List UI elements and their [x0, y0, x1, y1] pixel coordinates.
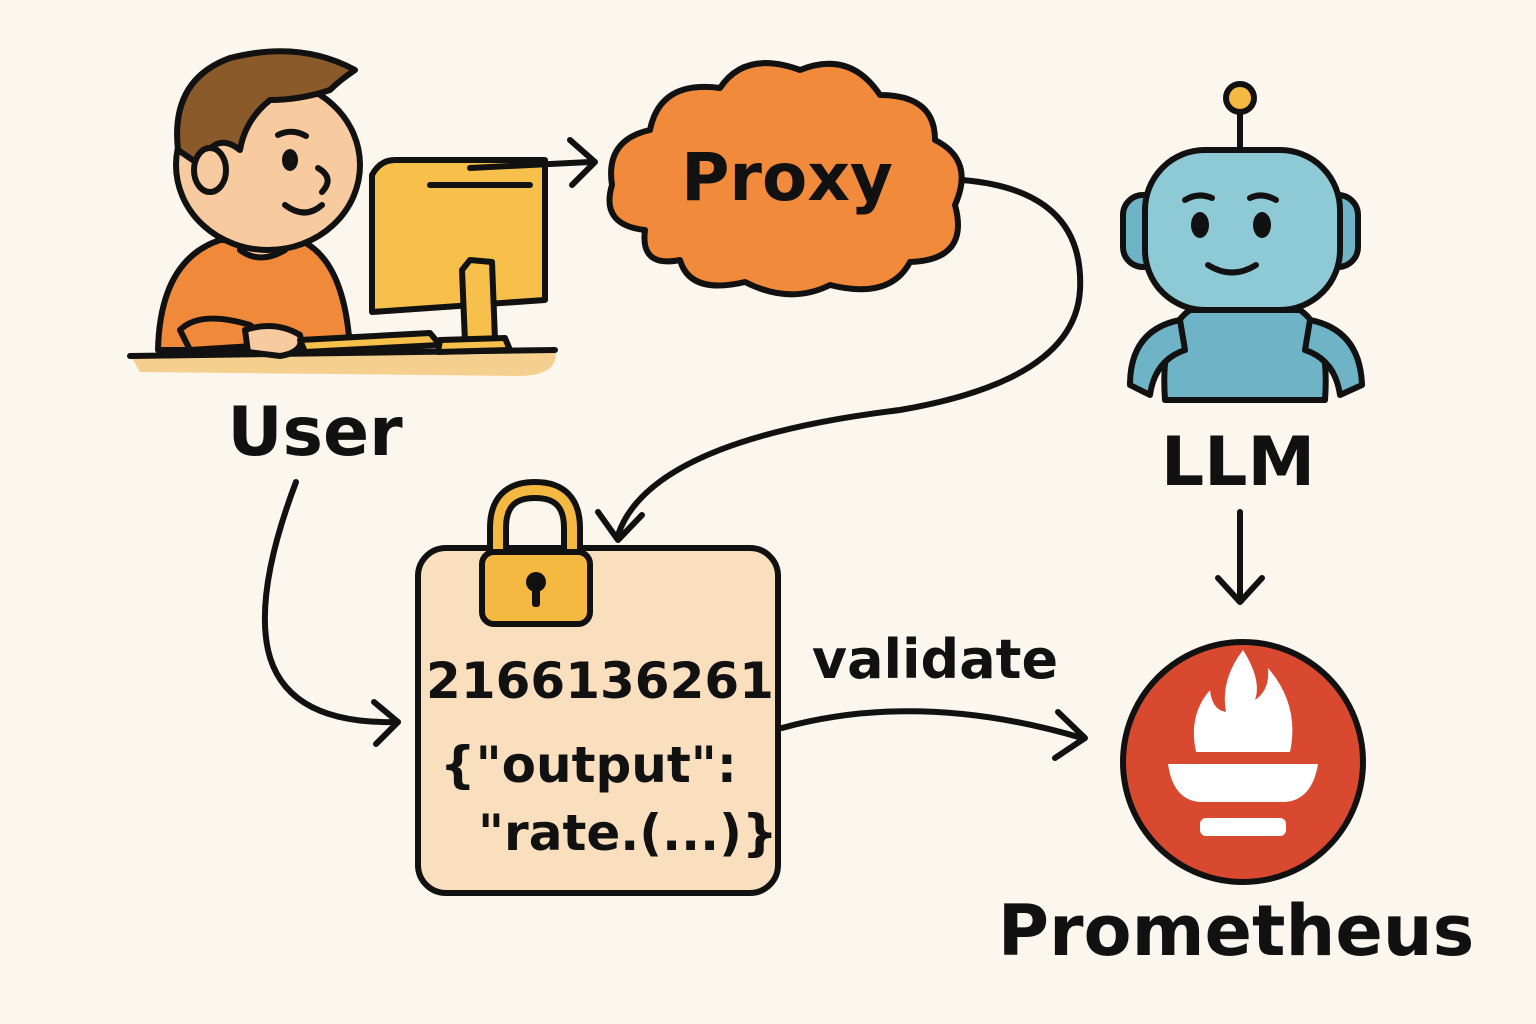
prometheus-label: Prometheus [998, 890, 1475, 972]
prometheus-logo [1120, 639, 1366, 885]
user-ear [191, 145, 229, 195]
user-hand [242, 323, 304, 359]
arrow-user-to-card [261, 479, 401, 747]
proxy-node: Proxy [606, 60, 965, 298]
user-smile [282, 202, 325, 216]
monitor-base [435, 335, 513, 355]
user-label: User [227, 393, 403, 472]
robot-right-brow [1247, 192, 1279, 203]
arrow-validate [779, 708, 1088, 761]
torch-bowl [1168, 764, 1318, 802]
torch-base [1200, 818, 1286, 836]
card-line-1: {"output": [440, 736, 737, 794]
robot-body [1161, 307, 1329, 403]
card-hash: 2166136261 [426, 652, 774, 710]
user-hair [174, 48, 358, 168]
monitor-screen [369, 157, 548, 315]
card-line-2: "rate.(...)} [478, 804, 778, 862]
llm-robot [1120, 81, 1365, 403]
monitor-stand [459, 257, 498, 345]
robot-right-arm [1302, 317, 1365, 398]
robot-smile [1205, 262, 1259, 276]
robot-left-eye [1191, 212, 1209, 238]
proxy-cloud-shape [606, 60, 965, 298]
prometheus-node [1120, 639, 1366, 885]
user-nose [315, 165, 331, 195]
user-eye [282, 149, 298, 171]
robot-left-arm [1127, 317, 1188, 398]
robot-left-brow [1182, 192, 1215, 203]
lock-keyhole [526, 572, 546, 592]
lock-keyhole-slot [532, 585, 540, 607]
validation-card: 2166136261 {"output": "rate.(...)} [415, 478, 781, 896]
card-box [415, 545, 781, 896]
user-brow [275, 128, 309, 139]
llm-label: LLM [1161, 423, 1315, 502]
robot-antenna-ball [1223, 81, 1257, 115]
proxy-label: Proxy [681, 139, 893, 216]
user-figure [127, 48, 558, 376]
arrow-proxy-to-card [595, 177, 1084, 543]
robot-head [1142, 147, 1343, 313]
flame-icon [1193, 650, 1293, 752]
arrow-user-to-proxy [467, 137, 598, 188]
validate-label: validate [812, 628, 1058, 691]
arrow-llm-to-prometheus [1215, 509, 1265, 605]
robot-right-eye [1253, 212, 1271, 238]
lock-shackle-fill [493, 484, 577, 565]
